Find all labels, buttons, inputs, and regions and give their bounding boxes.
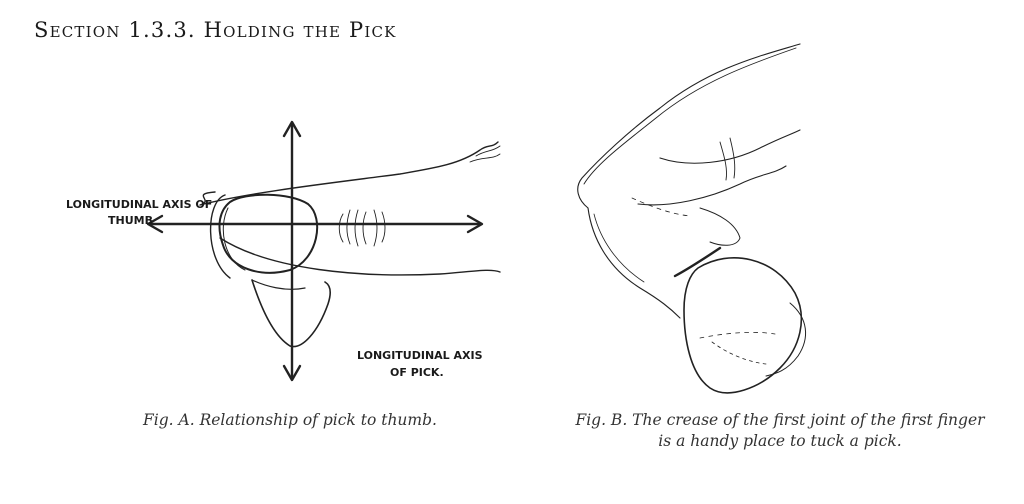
thumb-outline xyxy=(199,141,499,206)
thumbnail-inner xyxy=(222,207,246,271)
first-joint-crease xyxy=(673,246,722,278)
knuckle-edge-2 xyxy=(593,213,645,283)
hand-outer-contour-2 xyxy=(583,47,797,185)
thumb-axis-label-line1: LONGITUDINAL AXIS OF xyxy=(66,198,213,211)
finger-curl xyxy=(765,302,807,377)
index-finger-top xyxy=(659,129,801,164)
thumb-outline-lower xyxy=(219,237,501,276)
knuckle-crease xyxy=(338,209,386,247)
section-heading: Section 1.3.3. Holding the Pick xyxy=(34,18,397,42)
pick-axis-label-line2: OF PICK. xyxy=(390,366,444,379)
figure-b-caption-line2: is a handy place to tuck a pick. xyxy=(658,432,902,450)
thumb-tip-back xyxy=(209,194,231,279)
middle-knuckle-dash xyxy=(631,197,691,217)
finger-curl-dash-2 xyxy=(711,341,767,365)
pick-axis-label-line1: LONGITUDINAL AXIS xyxy=(357,349,483,362)
pick-outline xyxy=(683,257,803,394)
finger-curl-dash xyxy=(699,331,776,339)
pick-outline xyxy=(251,279,331,348)
middle-knuckle xyxy=(699,207,741,246)
figure-b-caption: Fig. B. The crease of the first joint of… xyxy=(560,410,1000,452)
finger-tip-lines xyxy=(469,145,501,163)
figure-b-finger-drawing xyxy=(577,43,807,394)
index-finger-bottom xyxy=(637,165,787,206)
thumb-axis-arrow-left xyxy=(146,214,164,234)
thumb-axis-label-line2: THUMB xyxy=(108,214,153,227)
pick-outline-top xyxy=(251,279,306,290)
figure-a-caption: Fig. A. Relationship of pick to thumb. xyxy=(143,411,437,429)
pick-axis-arrow-top xyxy=(282,120,302,138)
figure-a-thumb-drawing xyxy=(146,120,501,382)
hand-outer-contour xyxy=(577,43,801,209)
finger-nail-marks xyxy=(719,137,736,181)
thumbnail-outline xyxy=(218,193,319,274)
figure-b-caption-line1: Fig. B. The crease of the first joint of… xyxy=(575,411,985,429)
knuckle-edge xyxy=(587,207,681,319)
thumb-axis-arrow-right xyxy=(466,214,484,234)
pick-axis-arrow-bottom xyxy=(282,364,302,382)
